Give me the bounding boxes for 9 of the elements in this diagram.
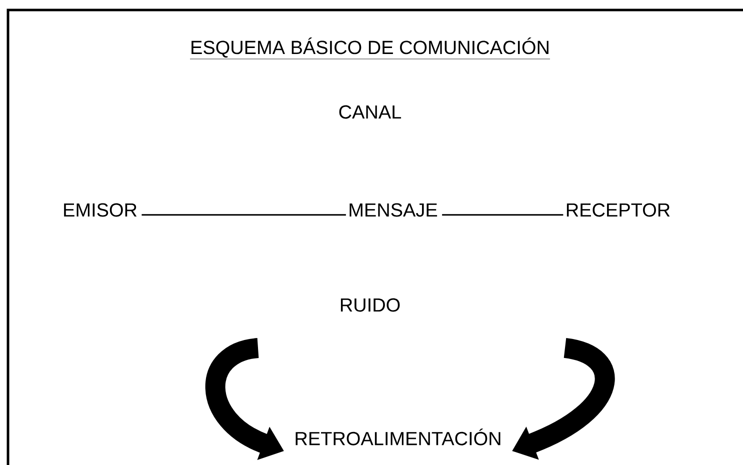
- connector-line: [442, 214, 564, 216]
- title: ESQUEMA BÁSICO DE COMUNICACIÓN: [190, 38, 550, 60]
- node-label: RETROALIMENTACIÓN: [296, 428, 500, 446]
- node-label: MENSAJE: [350, 203, 438, 217]
- node-label: EMISOR: [64, 203, 137, 217]
- label: CANAL: [339, 105, 402, 119]
- connector-line: [142, 214, 346, 216]
- label: RUIDO: [340, 298, 400, 312]
- node-label: RECEPTOR: [566, 203, 670, 217]
